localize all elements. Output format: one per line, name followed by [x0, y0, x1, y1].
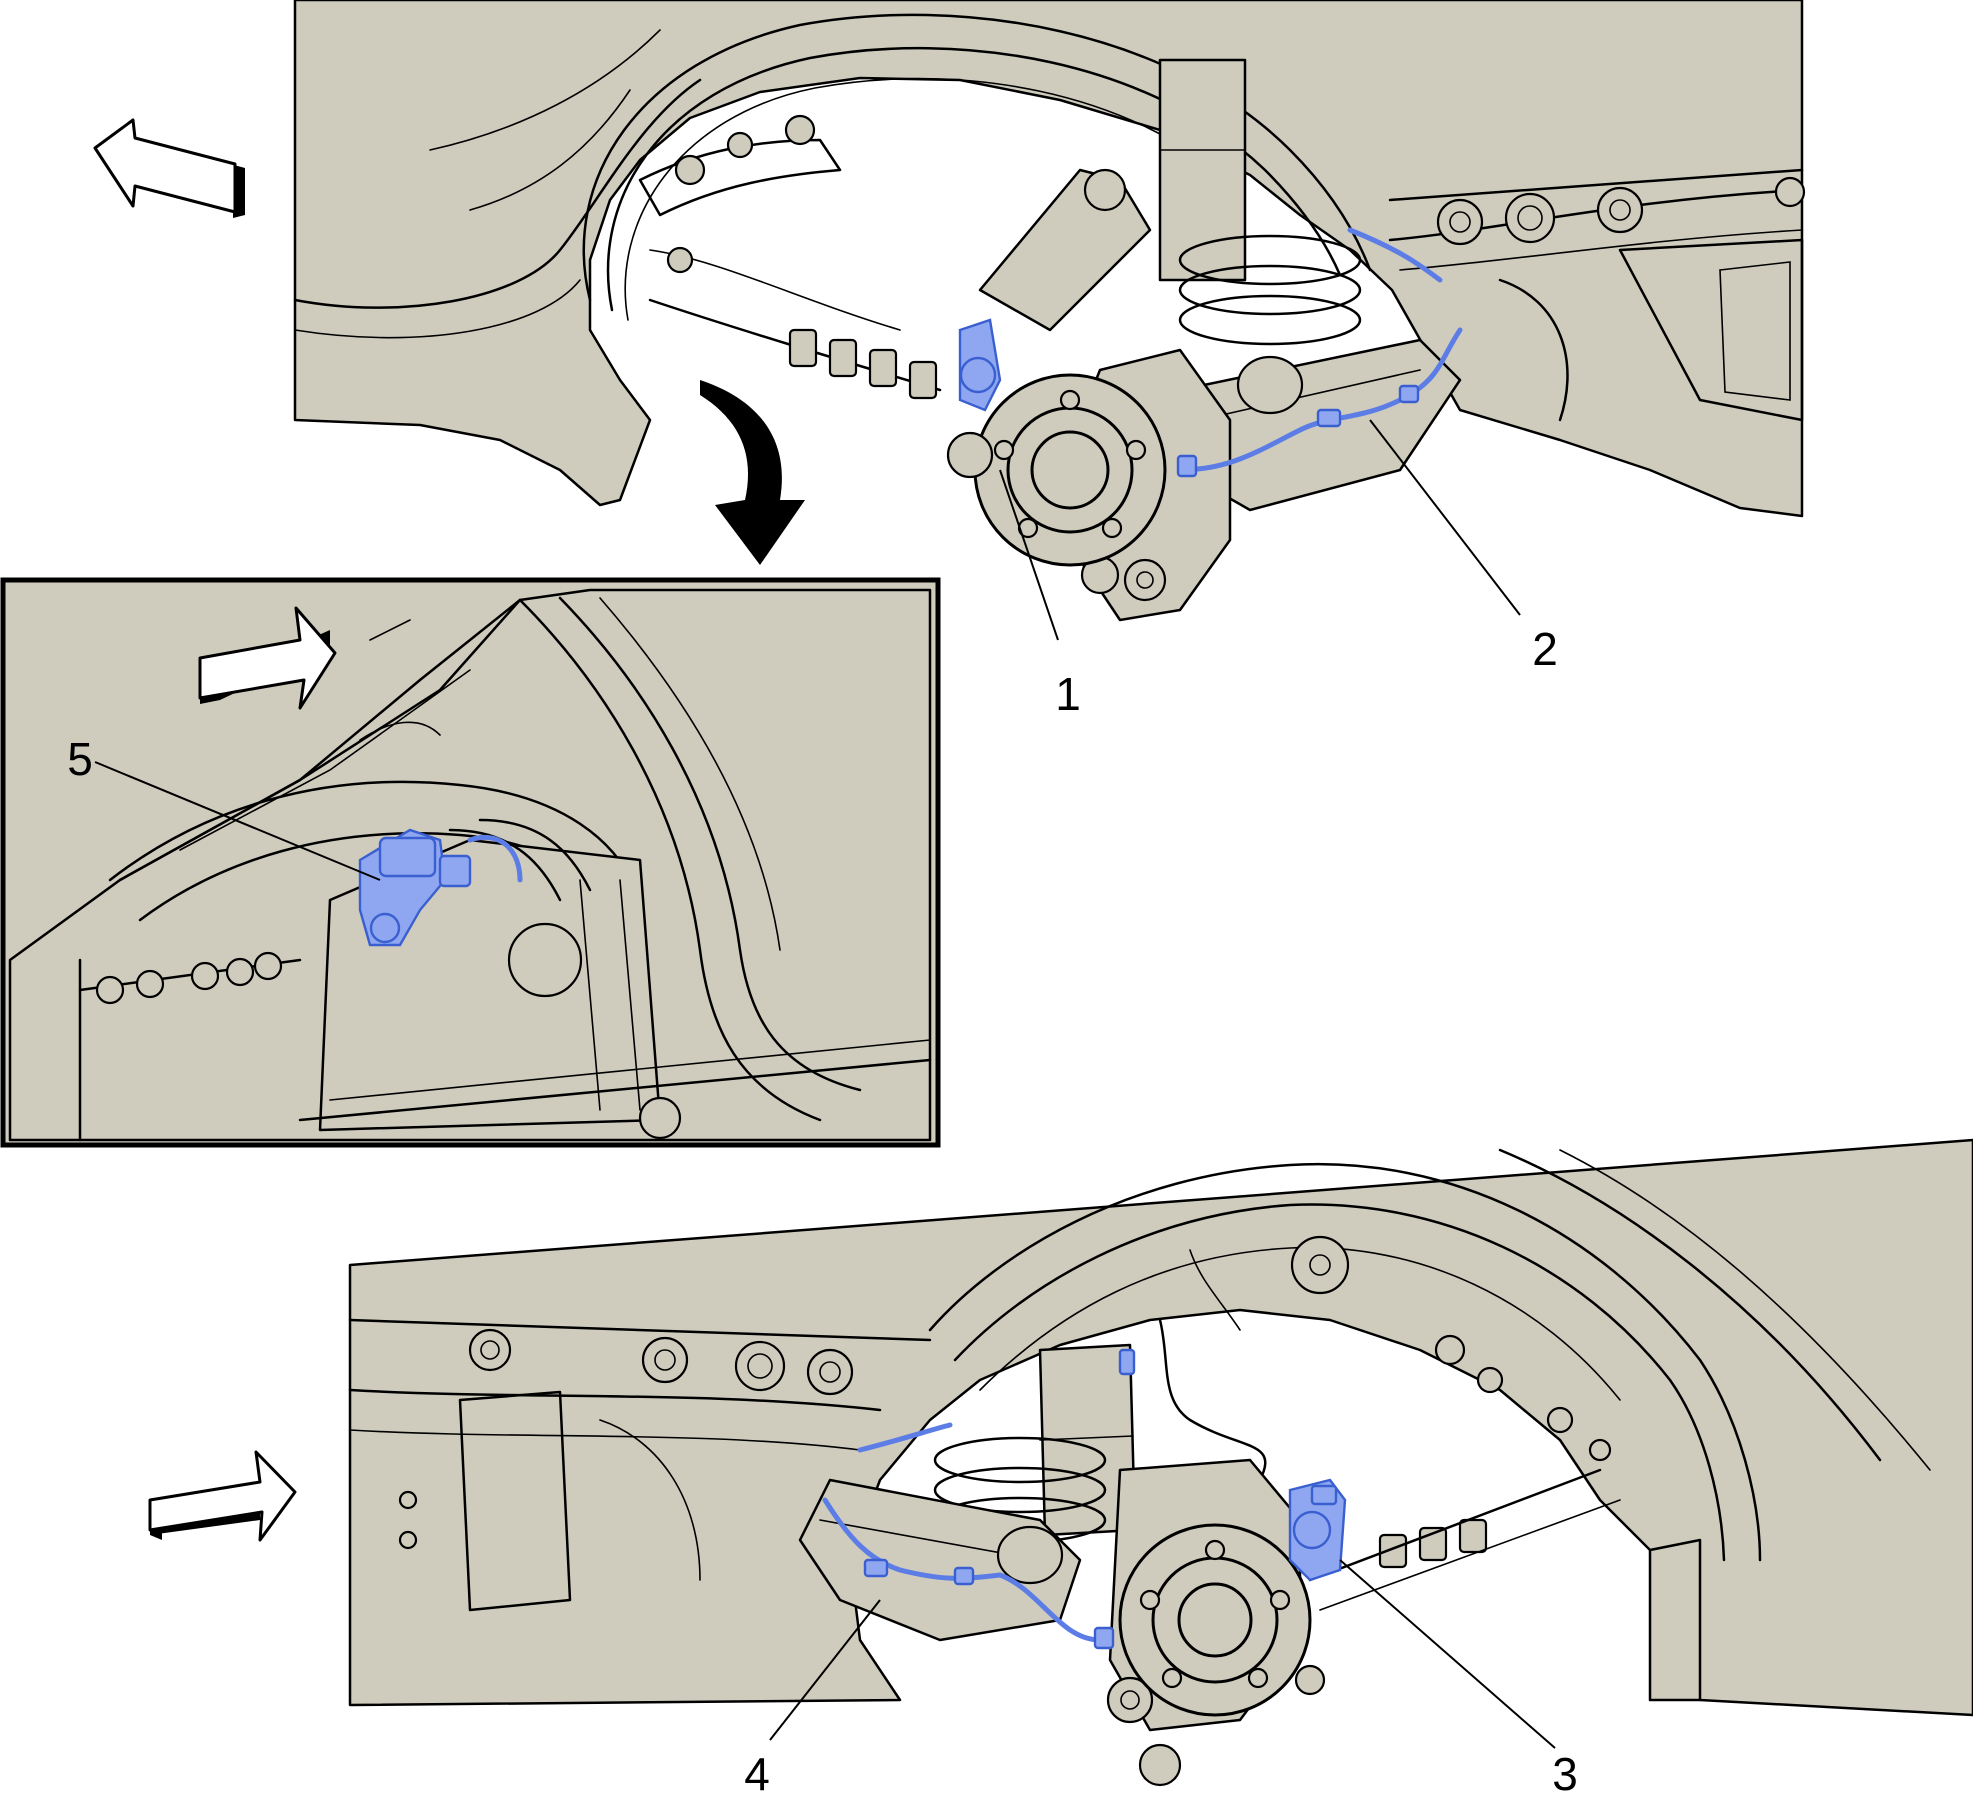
inset-detail: 5 — [0, 577, 941, 1148]
callout-1: 1 — [1055, 668, 1081, 720]
bottom-view: 3 4 — [348, 1138, 1973, 1797]
bottom-wheel-speed-sensor — [1288, 1478, 1347, 1582]
bottom-sensor-harness — [822, 1348, 1136, 1650]
bottom-wheel-hub — [1118, 1523, 1326, 1717]
bottom-knuckle-bolts — [1106, 1676, 1182, 1787]
top-coil-spring — [1178, 234, 1362, 346]
callout-5: 5 — [67, 733, 93, 785]
bottom-wheel-arch-inner — [953, 1203, 1726, 1562]
curved-arrow-icon — [700, 380, 805, 565]
top-wheel-hub — [973, 373, 1167, 567]
leader-5 — [94, 761, 381, 881]
top-sensor-harness — [1176, 227, 1463, 478]
top-shock-absorber — [1158, 58, 1247, 282]
leader-4 — [769, 1599, 881, 1741]
leader-2 — [1369, 419, 1521, 616]
bottom-body-holes — [398, 1328, 854, 1550]
bottom-lower-control-arm — [798, 1478, 1082, 1642]
top-body-holes — [1436, 176, 1806, 246]
leader-3 — [1339, 1559, 1556, 1749]
callout-4: 4 — [744, 1748, 770, 1797]
forward-arrow-icon — [148, 1450, 297, 1542]
leader-1 — [999, 469, 1059, 641]
callout-2: 2 — [1532, 623, 1558, 675]
top-inner-holes — [666, 114, 938, 400]
top-wheel-arch — [582, 13, 1372, 302]
top-view: 1 2 — [293, 0, 1806, 720]
inset-body-holes — [95, 951, 283, 1005]
top-knuckle-bolts — [1080, 555, 1167, 602]
top-body-panel — [293, 0, 1804, 518]
forward-arrow-icon — [93, 118, 245, 218]
inset-sensor-connector — [358, 828, 523, 947]
top-wheel-arch-inner — [606, 46, 1342, 312]
bottom-wheel-arch — [928, 1162, 1762, 1562]
top-wheel-speed-sensor — [958, 318, 1002, 412]
callout-3: 3 — [1552, 1748, 1578, 1797]
forward-arrow-icon — [198, 606, 337, 710]
